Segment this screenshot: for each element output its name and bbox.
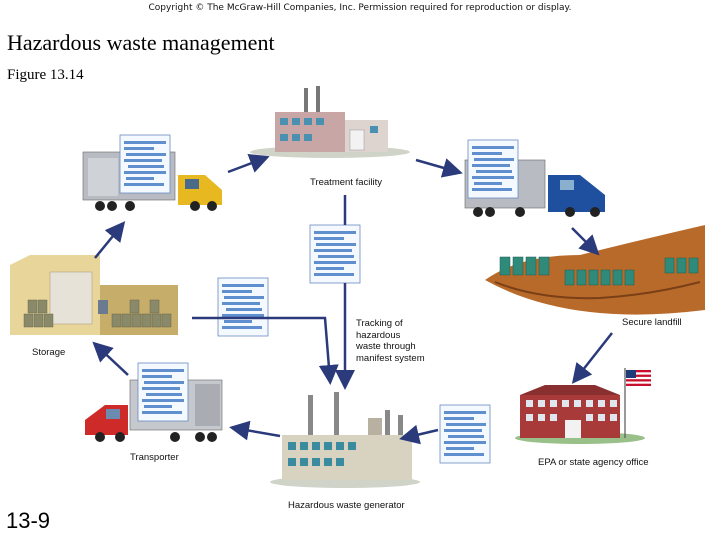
manifest-doc-3 xyxy=(439,404,491,464)
flow-arrows xyxy=(92,153,613,445)
treatment-facility-building xyxy=(250,86,410,158)
us-flag-icon xyxy=(626,370,651,386)
storage-label: Storage xyxy=(32,347,65,358)
manifest-doc-6 xyxy=(217,277,269,337)
treatment-facility-label: Treatment facility xyxy=(310,177,382,188)
secure-landfill-label: Secure landfill xyxy=(622,317,682,328)
slide-title: Hazardous waste management xyxy=(7,30,275,55)
tracking-line-2: hazardous xyxy=(356,329,401,341)
secure-landfill xyxy=(485,225,705,315)
tracking-line-4: manifest system xyxy=(356,352,425,364)
transporter-label: Transporter xyxy=(130,452,179,463)
epa-office-building xyxy=(515,368,651,444)
figure-caption: Figure 13.14 xyxy=(7,67,84,83)
waste-generator-factory xyxy=(270,392,420,488)
tracking-label: Tracking of hazardous waste through mani… xyxy=(356,318,425,364)
manifest-doc-5 xyxy=(309,224,361,284)
manifest-doc-4 xyxy=(137,362,189,422)
tracking-line-3: waste through xyxy=(356,341,416,352)
storage-warehouse xyxy=(10,255,178,335)
copyright-notice: Copyright © The McGraw-Hill Companies, I… xyxy=(148,3,572,13)
tracking-line-1: Tracking of xyxy=(356,318,403,329)
manifest-doc-1 xyxy=(119,134,171,194)
slide-number: 13-9 xyxy=(6,508,51,533)
manifest-doc-2 xyxy=(467,139,519,199)
waste-generator-label: Hazardous waste generator xyxy=(288,500,405,511)
epa-office-label: EPA or state agency office xyxy=(538,457,649,468)
